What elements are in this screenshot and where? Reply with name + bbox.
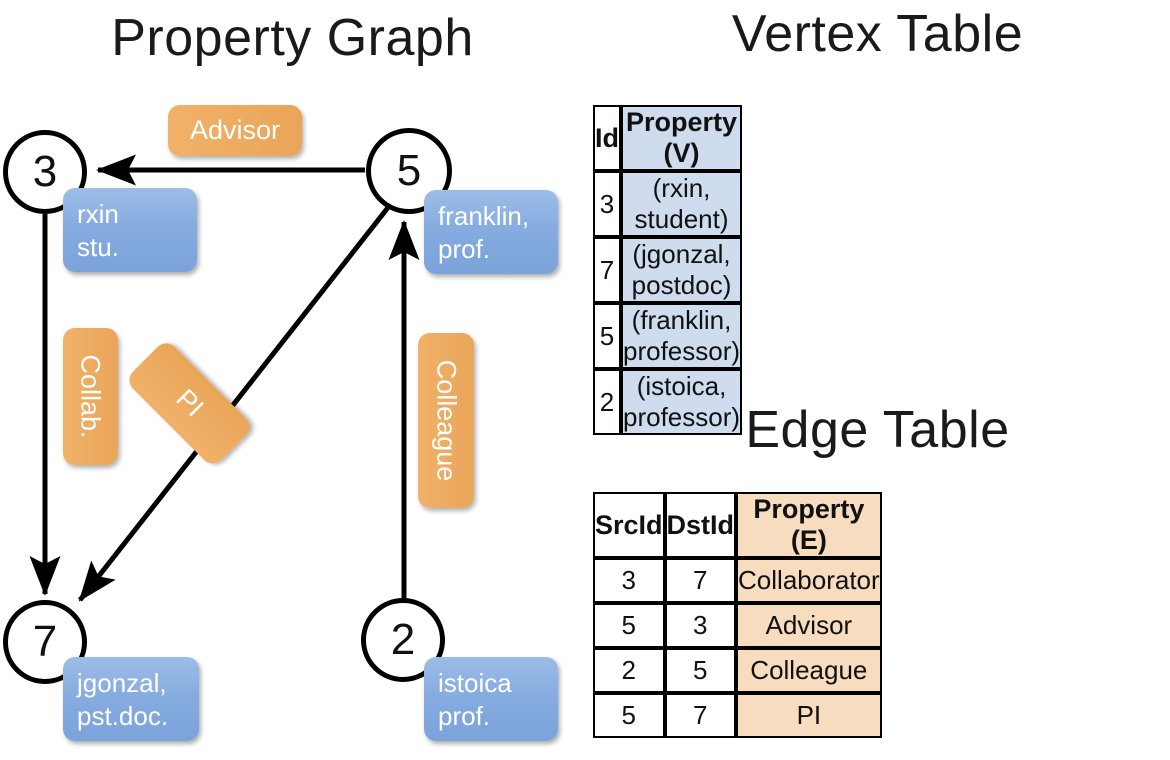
vertex-property-box-7: jgonzal, pst.doc. <box>63 657 199 741</box>
edge-row-srcid: 3 <box>593 558 665 603</box>
vertex-property-box-2-line2: prof. <box>438 700 491 731</box>
table-row: 5 (franklin, professor) <box>593 303 743 369</box>
edge-label-advisor-text: Advisor <box>189 115 281 145</box>
vertex-table-header-id: Id <box>593 105 621 171</box>
table-row: 3 7 Collaborator <box>593 558 882 603</box>
edge-label-collab: Collab. <box>63 328 118 465</box>
table-row: 2 (istoica, professor) <box>593 369 743 435</box>
page-title-property-graph: Property Graph <box>111 9 474 67</box>
vertex-property-box-5-line2: prof. <box>438 233 491 264</box>
edge-row-srcid: 5 <box>593 603 665 648</box>
vertex-property-box-5-line1: franklin, <box>438 201 530 231</box>
edge-label-colleague: Colleague <box>418 333 474 508</box>
table-row: 5 3 Advisor <box>593 603 882 648</box>
page-title-vertex-table: Vertex Table <box>731 5 1024 63</box>
vertex-property-box-3-line2: stu. <box>77 231 119 262</box>
edge-5-to-7 <box>78 203 392 602</box>
vertex-row-property: (rxin, student) <box>621 171 743 237</box>
property-graph-panel: Property Graph 3 5 7 2 <box>3 9 558 741</box>
graph-node-2[interactable]: 2 <box>361 598 445 682</box>
edge-row-property: Advisor <box>736 603 882 648</box>
edge-row-dstid: 5 <box>664 648 737 693</box>
vertex-row-id: 7 <box>593 237 621 303</box>
vertex-row-id: 5 <box>593 303 621 369</box>
graph-node-3-label: 3 <box>32 147 58 196</box>
edge-table-header-dstid: DstId <box>664 492 737 558</box>
edge-label-colleague-text: Colleague <box>431 359 462 482</box>
vertex-row-id: 2 <box>593 369 621 435</box>
graph-node-7-label: 7 <box>32 617 58 666</box>
edge-label-pi-text: PI <box>170 383 210 423</box>
edge-row-dstid: 7 <box>664 693 737 738</box>
edge-row-property: Collaborator <box>736 558 882 603</box>
edge-table: SrcId DstId Property (E) 3 7 Collaborato… <box>593 492 882 738</box>
table-header-row: Id Property (V) <box>593 105 743 171</box>
edge-row-srcid: 5 <box>593 693 665 738</box>
vertex-row-property: (istoica, professor) <box>621 369 743 435</box>
vertex-property-box-3-line1: rxin <box>77 199 119 229</box>
vertex-property-box-7-line1: jgonzal, <box>77 668 167 698</box>
vertex-row-property: (jgonzal, postdoc) <box>621 237 743 303</box>
vertex-property-box-2-line1: istoica <box>438 668 512 698</box>
table-row: 2 5 Colleague <box>593 648 882 693</box>
vertex-table: Id Property (V) 3 (rxin, student) 7 (jgo… <box>593 105 743 435</box>
graph-node-5[interactable]: 5 <box>366 128 452 214</box>
vertex-property-box-5: franklin, prof. <box>424 190 558 274</box>
vertex-property-box-3: rxin stu. <box>63 188 197 272</box>
graph-edges-svg <box>29 154 420 602</box>
table-header-row: SrcId DstId Property (E) <box>593 492 882 558</box>
vertex-property-box-2: istoica prof. <box>424 657 558 741</box>
vertex-property-box-7-line2: pst.doc. <box>77 700 169 731</box>
page-title-edge-table: Edge Table <box>745 401 1010 459</box>
edge-row-property: PI <box>736 693 882 738</box>
graph-node-5-label: 5 <box>396 146 422 195</box>
edge-table-header-property: Property (E) <box>736 492 882 558</box>
table-row: 5 7 PI <box>593 693 882 738</box>
edge-row-property: Colleague <box>736 648 882 693</box>
edge-table-header-srcid: SrcId <box>593 492 665 558</box>
vertex-row-property: (franklin, professor) <box>621 303 743 369</box>
table-row: 3 (rxin, student) <box>593 171 743 237</box>
edge-row-dstid: 7 <box>664 558 737 603</box>
edge-row-dstid: 3 <box>664 603 737 648</box>
edge-row-srcid: 2 <box>593 648 665 693</box>
vertex-table-header-property: Property (V) <box>621 105 743 171</box>
edge-label-collab-text: Collab. <box>76 354 107 439</box>
vertex-row-id: 3 <box>593 171 621 237</box>
table-row: 7 (jgonzal, postdoc) <box>593 237 743 303</box>
graph-node-2-label: 2 <box>390 615 416 664</box>
edge-label-advisor: Advisor <box>168 105 302 156</box>
